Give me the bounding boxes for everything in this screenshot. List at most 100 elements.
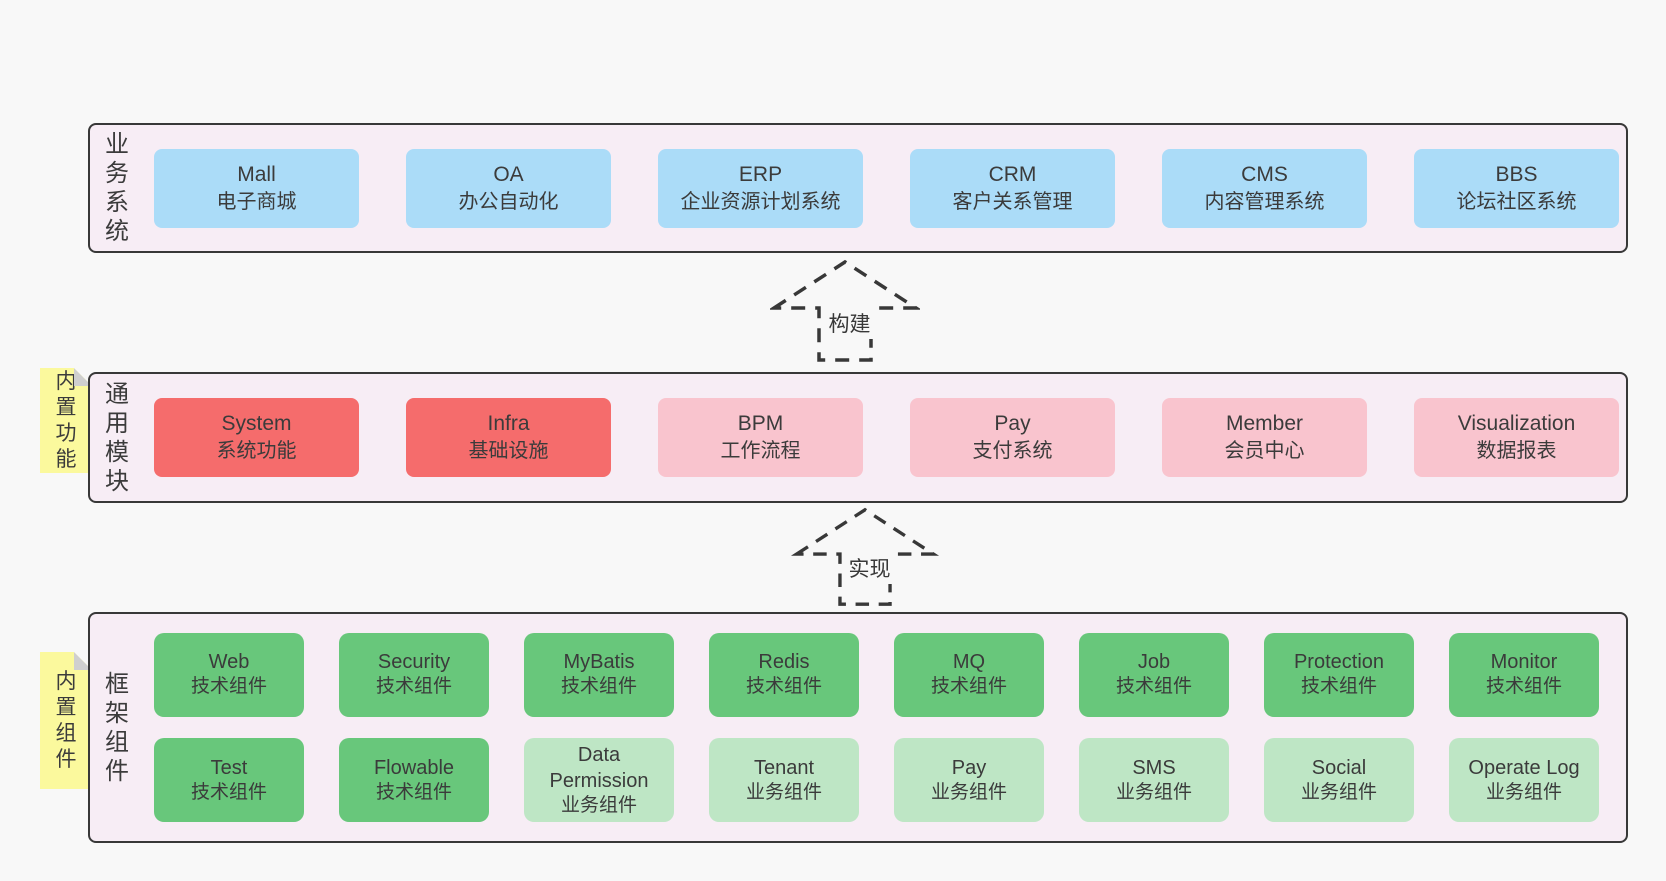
box-oa: OA 办公自动化	[406, 148, 611, 228]
box-subtitle: 技术组件	[190, 676, 267, 698]
box-title: Web	[208, 651, 250, 674]
arrow-implement-label: 实现	[844, 552, 895, 585]
box-bbs: BBS 论坛社区系统	[1414, 148, 1619, 228]
box-title: Monitor	[1490, 651, 1558, 674]
box-title: OA	[493, 162, 524, 186]
box-title: BPM	[737, 412, 784, 436]
sticky-note-built-in-components: 内置组件	[40, 652, 92, 789]
box-title: Visualization	[1457, 412, 1576, 436]
box-data-permission: Data Permission 业务组件	[524, 737, 674, 823]
business-systems-row: Mall 电子商城 OA 办公自动化 ERP 企业资源计划系统 CRM 客户关系…	[154, 148, 1619, 228]
sticky-label: 内置组件	[55, 669, 77, 771]
box-mybatis: MyBatis 技术组件	[524, 632, 674, 717]
band-framework-components: 框架组件 Web 技术组件 Security 技术组件 MyBatis 技术组件…	[88, 612, 1628, 843]
box-subtitle: 企业资源计划系统	[680, 190, 841, 213]
box-sms: SMS 业务组件	[1079, 737, 1229, 823]
box-tenant: Tenant 业务组件	[709, 737, 859, 823]
box-operate-log: Operate Log 业务组件	[1449, 737, 1599, 823]
box-monitor: Monitor 技术组件	[1449, 632, 1599, 717]
box-subtitle: 办公自动化	[458, 190, 559, 213]
box-title: BBS	[1495, 162, 1538, 186]
box-title: Data Permission	[549, 743, 649, 792]
box-title: CMS	[1241, 162, 1288, 186]
common-modules-row: System 系统功能 Infra 基础设施 BPM 工作流程 Pay 支付系统…	[154, 398, 1619, 477]
sticky-note-built-in-features: 内置功能	[40, 368, 92, 473]
box-visualization: Visualization 数据报表	[1414, 398, 1619, 477]
box-title: Mall	[237, 162, 276, 186]
box-subtitle: 技术组件	[1115, 676, 1192, 698]
box-title: CRM	[988, 162, 1037, 186]
box-subtitle: 内容管理系统	[1204, 190, 1325, 213]
sticky-label: 内置功能	[55, 369, 77, 471]
box-title: MQ	[952, 651, 986, 674]
band-common-modules: 通用模块 System 系统功能 Infra 基础设施 BPM 工作流程 Pay…	[88, 372, 1628, 503]
box-system: System 系统功能	[154, 398, 359, 477]
box-subtitle: 业务组件	[1115, 781, 1192, 803]
box-title: Redis	[758, 651, 810, 674]
box-subtitle: 业务组件	[745, 781, 822, 803]
box-title: Infra	[487, 412, 530, 436]
box-subtitle: 系统功能	[216, 440, 297, 463]
box-subtitle: 业务组件	[1300, 781, 1377, 803]
box-subtitle: 业务组件	[1485, 781, 1562, 803]
box-pay-system: Pay 支付系统	[910, 398, 1115, 477]
box-subtitle: 数据报表	[1476, 440, 1557, 463]
band-business-systems-label: 业务系统	[105, 131, 129, 245]
box-mall: Mall 电子商城	[154, 148, 359, 228]
box-title: Member	[1225, 412, 1304, 436]
box-subtitle: 客户关系管理	[952, 190, 1073, 213]
band-common-modules-label: 通用模块	[105, 380, 129, 495]
box-flowable: Flowable 技术组件	[339, 737, 489, 823]
box-subtitle: 技术组件	[745, 676, 822, 698]
box-subtitle: 论坛社区系统	[1456, 190, 1577, 213]
box-title: Protection	[1293, 651, 1385, 674]
box-subtitle: 支付系统	[972, 440, 1053, 463]
box-subtitle: 技术组件	[560, 676, 637, 698]
box-title: ERP	[738, 162, 783, 186]
box-subtitle: 会员中心	[1224, 440, 1305, 463]
framework-components-grid: Web 技术组件 Security 技术组件 MyBatis 技术组件 Redi…	[154, 632, 1599, 823]
arrow-build-label: 构建	[824, 306, 875, 339]
box-member: Member 会员中心	[1162, 398, 1367, 477]
box-subtitle: 技术组件	[930, 676, 1007, 698]
box-title: Operate Log	[1468, 756, 1580, 779]
box-pay-component: Pay 业务组件	[894, 737, 1044, 823]
box-crm: CRM 客户关系管理	[910, 148, 1115, 228]
box-title: MyBatis	[563, 651, 635, 674]
box-subtitle: 基础设施	[468, 440, 549, 463]
box-protection: Protection 技术组件	[1264, 632, 1414, 717]
box-title: Flowable	[373, 756, 455, 779]
box-title: System	[221, 412, 292, 436]
box-mq: MQ 技术组件	[894, 632, 1044, 717]
box-subtitle: 工作流程	[720, 440, 801, 463]
box-subtitle: 技术组件	[190, 781, 267, 803]
box-security: Security 技术组件	[339, 632, 489, 717]
box-title: Social	[1311, 756, 1367, 779]
box-redis: Redis 技术组件	[709, 632, 859, 717]
box-job: Job 技术组件	[1079, 632, 1229, 717]
box-cms: CMS 内容管理系统	[1162, 148, 1367, 228]
arrow-implement: 实现	[790, 504, 940, 608]
box-erp: ERP 企业资源计划系统	[658, 148, 863, 228]
box-bpm: BPM 工作流程	[658, 398, 863, 477]
box-title: Pay	[951, 756, 987, 779]
box-title: Job	[1137, 651, 1171, 674]
box-title: Tenant	[753, 756, 815, 779]
box-title: Pay	[994, 412, 1031, 436]
band-framework-components-label: 框架组件	[105, 670, 129, 785]
box-subtitle: 业务组件	[930, 781, 1007, 803]
box-title: Security	[377, 651, 451, 674]
box-test: Test 技术组件	[154, 737, 304, 823]
box-social: Social 业务组件	[1264, 737, 1414, 823]
box-infra: Infra 基础设施	[406, 398, 611, 477]
box-subtitle: 技术组件	[1300, 676, 1377, 698]
box-subtitle: 业务组件	[560, 794, 637, 816]
box-subtitle: 电子商城	[216, 190, 297, 213]
box-subtitle: 技术组件	[1485, 676, 1562, 698]
box-subtitle: 技术组件	[375, 676, 452, 698]
band-business-systems: 业务系统 Mall 电子商城 OA 办公自动化 ERP 企业资源计划系统 CRM…	[88, 123, 1628, 253]
box-title: Test	[210, 756, 248, 779]
box-web: Web 技术组件	[154, 632, 304, 717]
box-title: SMS	[1132, 756, 1176, 779]
